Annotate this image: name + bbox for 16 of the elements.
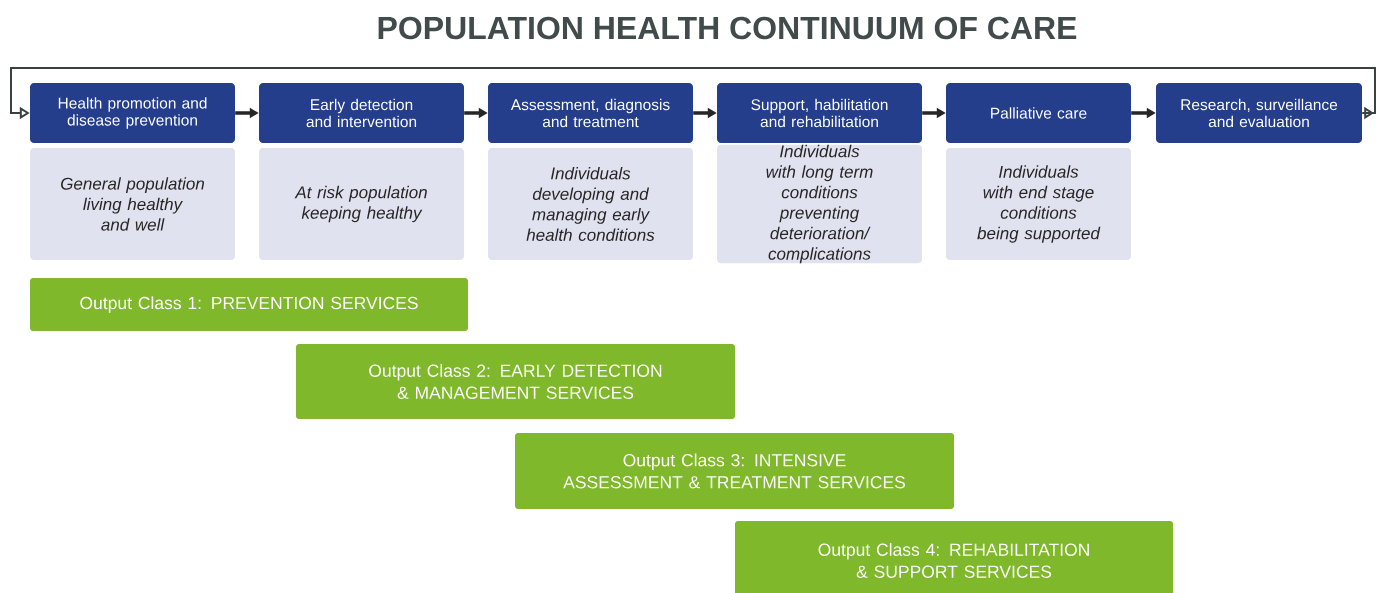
stage-box: Research, surveillance and evaluation	[1156, 83, 1362, 143]
population-box: General population living healthy and well	[30, 148, 235, 260]
title: POPULATION HEALTH CONTINUUM OF CARE	[378, 16, 1077, 40]
output-class-bar: Output Class 2: EARLY DETECTION & MANAGEMENT SERVICES	[296, 344, 735, 419]
stage-box: Health promotion and disease prevention	[30, 83, 235, 143]
output-class-bar: Output Class 3: INTENSIVE ASSESSMENT & TREATMENT SERVICES	[515, 433, 954, 509]
stage-box: Early detection and intervention	[259, 83, 464, 143]
stage-box: Support, habilitation and rehabilitation	[717, 83, 922, 143]
output-class-bar: Output Class 1: PREVENTION SERVICES	[30, 278, 468, 331]
stage-box: Palliative care	[946, 83, 1131, 143]
population-box: Individuals with end stage conditions being supported	[946, 148, 1131, 260]
population-box: Individuals with long term conditions preventing deterioration/ complications	[717, 144, 922, 264]
population-box: Individuals developing and managing early health conditions	[488, 148, 693, 260]
output-class-bar: Output Class 4: REHABILITATION & SUPPORT SERVICES	[735, 521, 1173, 593]
stage-box: Assessment, diagnosis and treatment	[488, 83, 693, 143]
population-box: At risk population keeping healthy	[259, 148, 464, 260]
